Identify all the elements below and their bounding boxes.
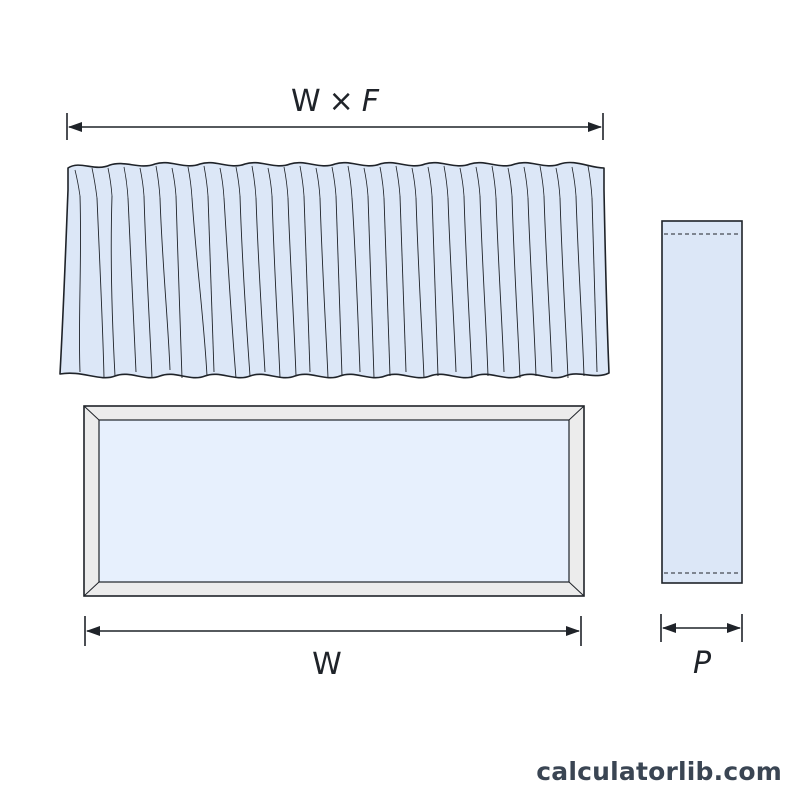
- valance-width-label: W×F: [291, 84, 380, 119]
- frame-miter-top-right: [568, 405, 585, 421]
- multiply-symbol: ×: [329, 84, 354, 119]
- valance-curtain: [59, 161, 610, 379]
- panel-fabric: [661, 220, 743, 584]
- window-glass: [98, 419, 570, 583]
- valance-heading-gathers: [74, 165, 593, 199]
- frame-miter-bottom-left: [83, 581, 100, 597]
- fabric-panel: [661, 220, 743, 584]
- panel-width-label: P: [693, 646, 712, 681]
- window-width-label: W: [312, 647, 342, 682]
- valance-width-dimension: W×F: [66, 84, 604, 140]
- panel-width-dimension: P: [660, 614, 743, 681]
- valance-width-symbol: W: [291, 84, 321, 119]
- fullness-symbol: F: [362, 84, 380, 119]
- valance-fold-lines: [78, 195, 598, 379]
- window-width-dimension: W: [84, 616, 582, 682]
- brand-watermark: calculatorlib.com: [536, 757, 782, 786]
- window: [83, 405, 585, 597]
- valance-fabric: [59, 161, 610, 379]
- frame-miter-bottom-right: [568, 581, 585, 597]
- frame-miter-top-left: [83, 405, 100, 421]
